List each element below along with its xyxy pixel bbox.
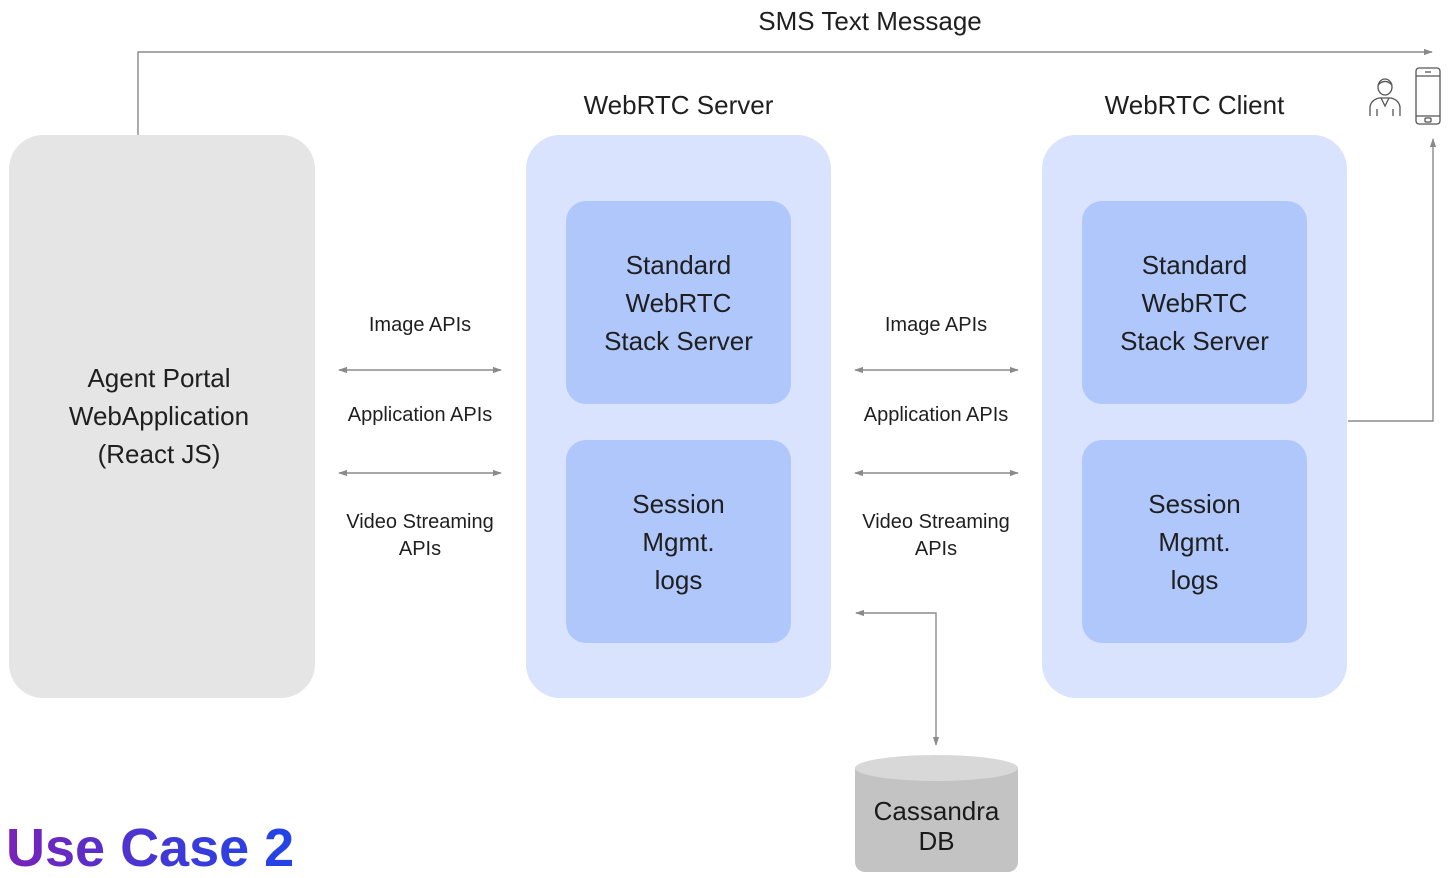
sms-label: SMS Text Message bbox=[758, 6, 982, 36]
database-label: Cassandra DB bbox=[873, 796, 1000, 856]
webrtc-client-title: WebRTC Client bbox=[1104, 90, 1285, 120]
mobile-phone-icon bbox=[1414, 66, 1442, 126]
database-cylinder bbox=[855, 768, 1018, 872]
client-to-phone-arrow bbox=[1348, 138, 1437, 422]
database-cylinder-top bbox=[855, 755, 1018, 781]
person-icon bbox=[1366, 76, 1404, 118]
right-application-apis-label: Application APIs bbox=[863, 404, 1009, 426]
sms-arrow bbox=[137, 48, 1433, 135]
server-session-box: Session Mgmt. logs bbox=[566, 440, 791, 643]
use-case-title: Use Case 2 bbox=[6, 818, 295, 878]
db-link-arrow bbox=[855, 609, 940, 746]
left-image-apis-label: Image APIs bbox=[368, 314, 472, 336]
client-stack-box: Standard WebRTC Stack Server bbox=[1082, 201, 1307, 404]
right-video-streaming-apis-label: Video Streaming APIs bbox=[862, 511, 1010, 560]
agent-portal-panel bbox=[9, 135, 315, 698]
left-application-apis-label: Application APIs bbox=[347, 404, 493, 426]
left-video-streaming-apis-label: Video Streaming APIs bbox=[346, 511, 494, 560]
right-image-apis-label: Image APIs bbox=[884, 314, 988, 336]
client-session-box: Session Mgmt. logs bbox=[1082, 440, 1307, 643]
webrtc-server-title: WebRTC Server bbox=[583, 90, 774, 120]
agent-portal-label: Agent Portal WebApplication (React JS) bbox=[68, 363, 250, 469]
server-stack-box: Standard WebRTC Stack Server bbox=[566, 201, 791, 404]
